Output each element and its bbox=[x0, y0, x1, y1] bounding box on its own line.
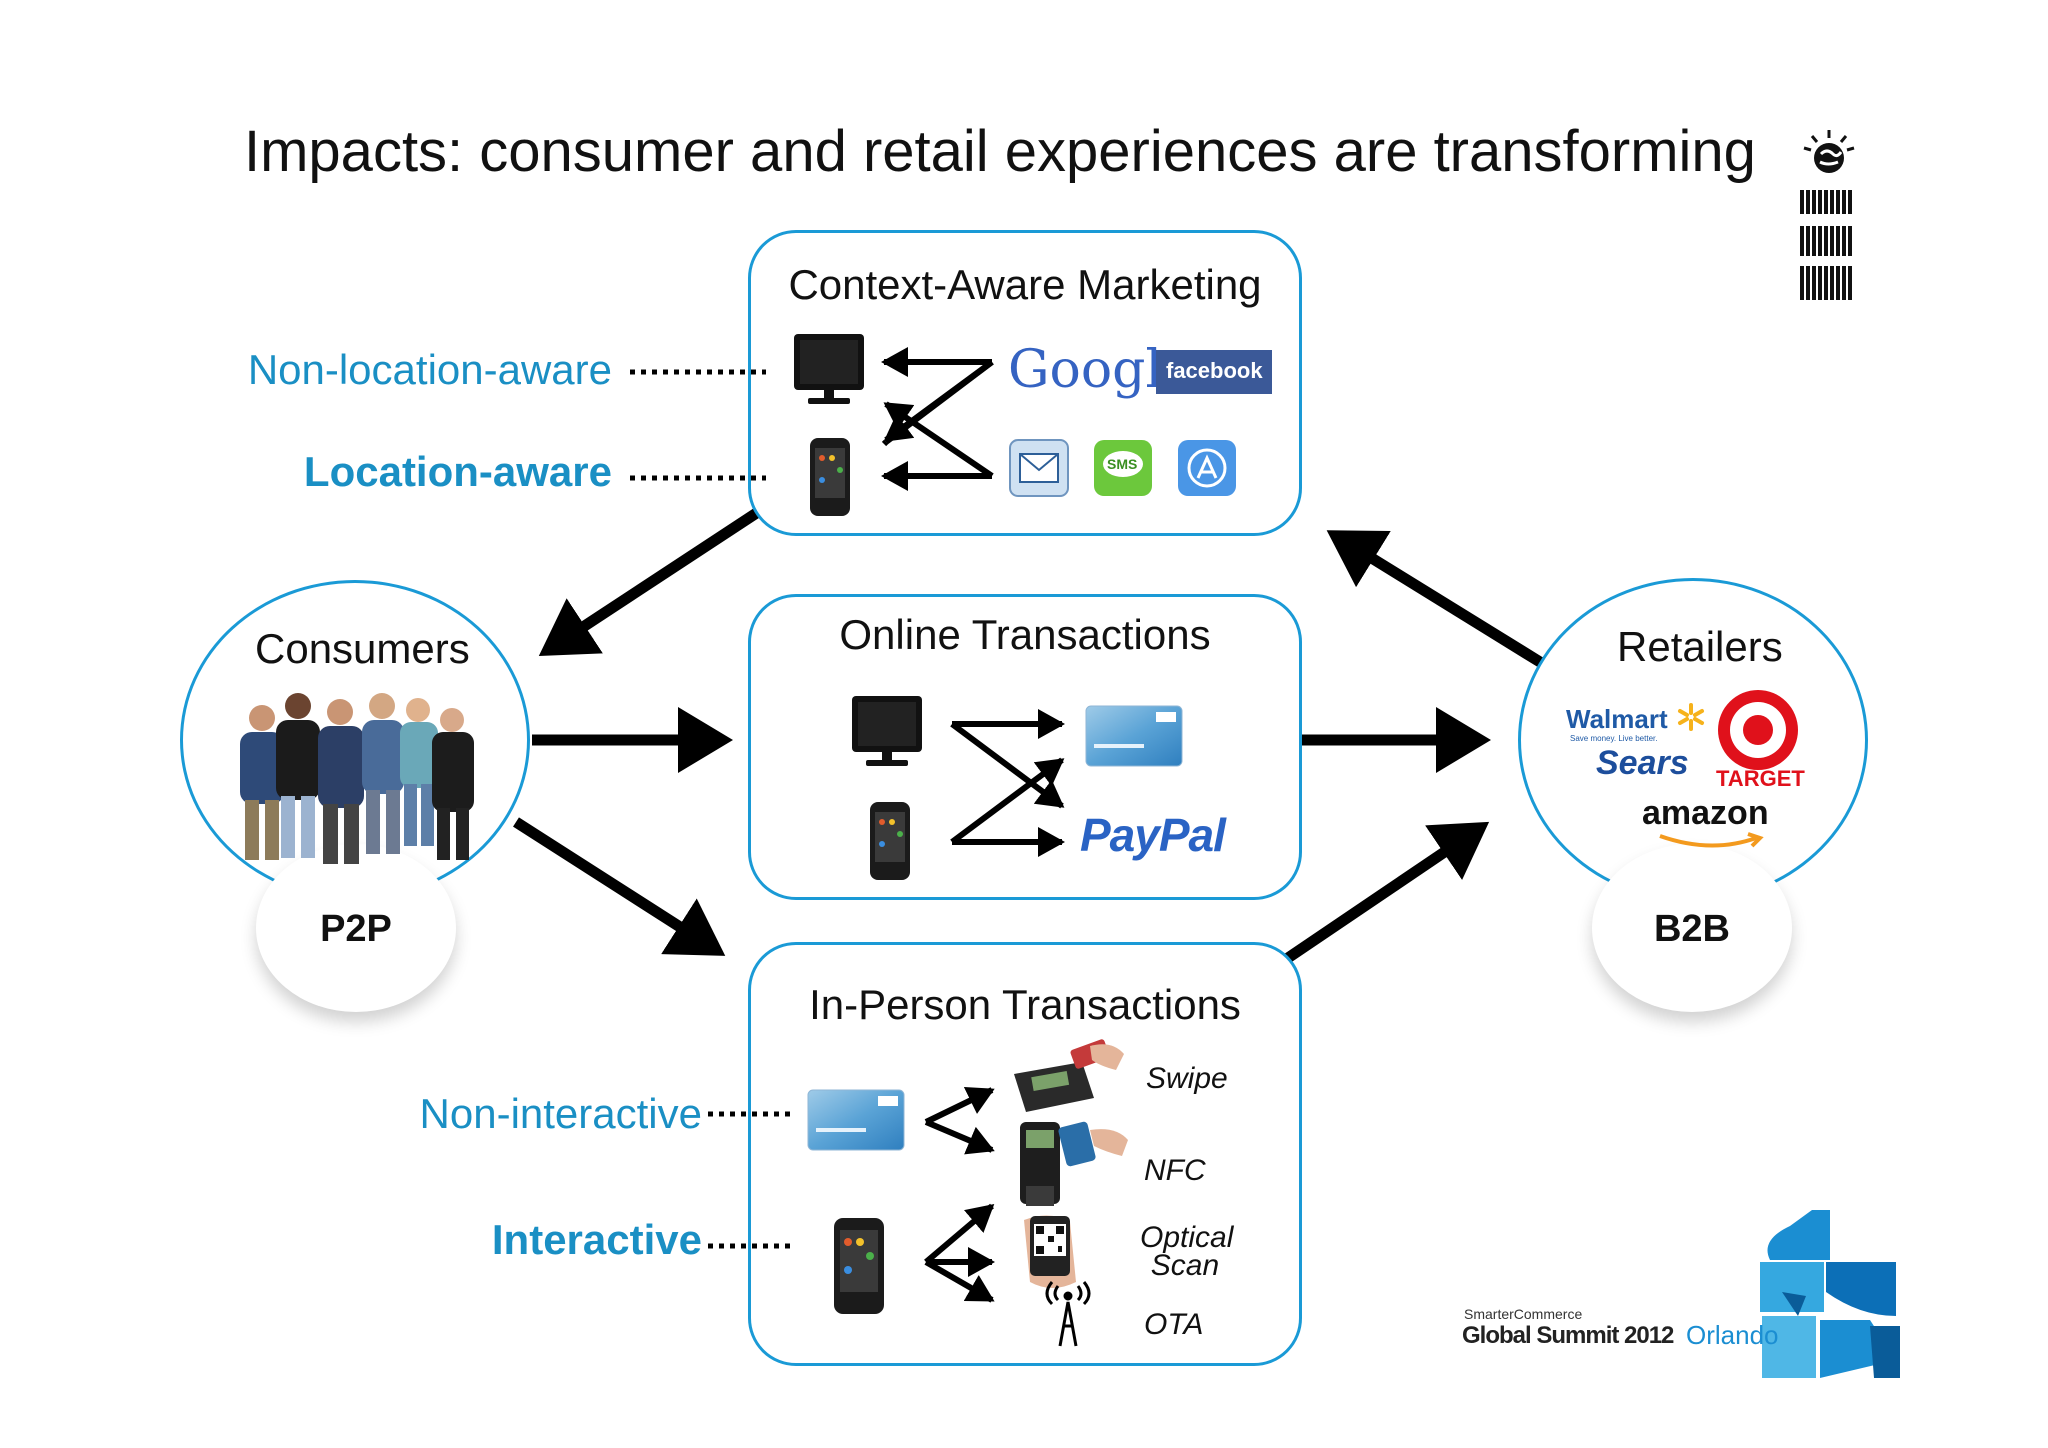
inperson-transactions-box: In-Person Transactions bbox=[748, 942, 1302, 1366]
context-box-title: Context-Aware Marketing bbox=[788, 261, 1262, 308]
smarter-commerce-label: SmarterCommerce bbox=[1464, 1306, 1583, 1322]
non-interactive-label: Non-interactive bbox=[419, 1090, 702, 1137]
amazon-logo: amazon bbox=[1642, 794, 1769, 832]
amazon-smile-icon bbox=[1656, 832, 1766, 852]
paypal-logo: PayPal bbox=[1080, 809, 1226, 861]
sms-label: SMS bbox=[1107, 456, 1138, 472]
slide-title: Impacts: consumer and retail experiences… bbox=[244, 119, 1756, 184]
walmart-spark-icon bbox=[1676, 702, 1706, 732]
main-arrows bbox=[513, 507, 1543, 967]
arrow-retailers-to-marketing bbox=[1326, 530, 1543, 667]
method-ota: OTA bbox=[1144, 1308, 1204, 1341]
arrow-consumers-to-inperson bbox=[513, 817, 726, 956]
arrow-inperson-to-retailers bbox=[1278, 821, 1490, 967]
arrow-marketing-to-consumers bbox=[538, 507, 762, 657]
orlando-label: Orlando bbox=[1686, 1320, 1779, 1350]
ibm-globe-icon bbox=[1800, 128, 1858, 178]
inperson-box-title: In-Person Transactions bbox=[809, 981, 1241, 1028]
retailers-title: Retailers bbox=[1617, 623, 1783, 670]
target-bullseye-icon bbox=[1716, 688, 1800, 772]
target-logo: TARGET bbox=[1716, 766, 1805, 791]
p2p-bubble: P2P bbox=[256, 844, 456, 1012]
global-summit-label: Global Summit 2012 bbox=[1462, 1322, 1674, 1349]
method-nfc: NFC bbox=[1144, 1154, 1206, 1187]
method-swipe: Swipe bbox=[1146, 1062, 1228, 1095]
non-location-aware-label: Non-location-aware bbox=[247, 346, 612, 393]
p2p-label: P2P bbox=[320, 908, 392, 950]
b2b-label: B2B bbox=[1653, 908, 1731, 950]
facebook-logo-box: facebook bbox=[1156, 350, 1272, 394]
walmart-logo: Walmart bbox=[1566, 704, 1668, 734]
b2b-bubble: B2B bbox=[1592, 844, 1792, 1012]
walmart-tagline: Save money. Live better. bbox=[1570, 734, 1658, 743]
facebook-logo: facebook bbox=[1166, 358, 1263, 383]
location-aware-label: Location-aware bbox=[303, 448, 612, 495]
sears-logo: Sears bbox=[1596, 744, 1689, 782]
interactive-label: Interactive bbox=[491, 1216, 702, 1263]
online-box-title: Online Transactions bbox=[839, 611, 1211, 658]
consumers-title: Consumers bbox=[255, 625, 470, 672]
ibm-logo bbox=[1796, 190, 1856, 300]
method-optical-scan: Optical Scan bbox=[1140, 1221, 1234, 1282]
